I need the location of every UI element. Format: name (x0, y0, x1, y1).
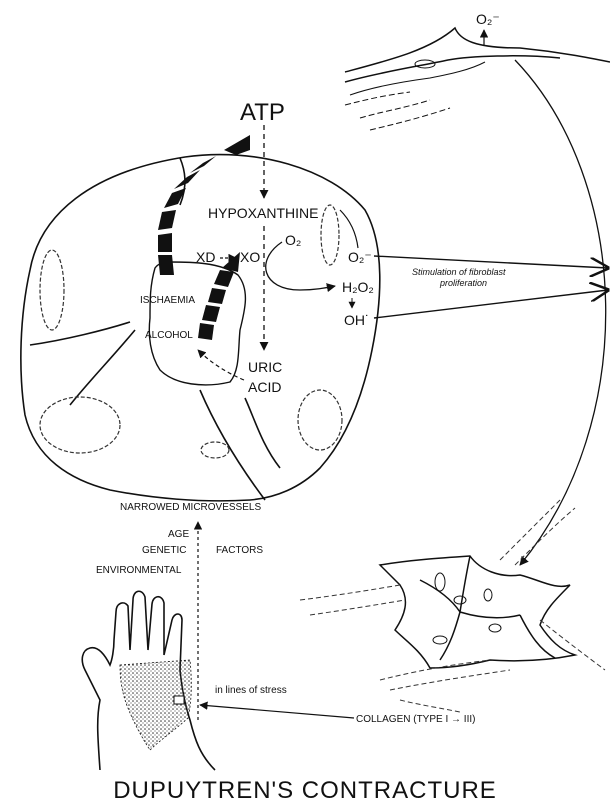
genetic-label: GENETIC (142, 545, 186, 556)
o2-to-h2o2-curve (266, 242, 335, 290)
uric-label: URIC (248, 359, 282, 375)
hypoxanthine-label: HYPOXANTHINE (208, 205, 318, 221)
superoxide-label: O₂⁻ (348, 249, 372, 265)
collagen-to-hand-arrow (200, 705, 354, 718)
acid-label: ACID (248, 379, 281, 395)
palmar-fascia-region (120, 660, 191, 750)
narrowed-microvessels-label: NARROWED MICROVESSELS (120, 502, 261, 513)
oh-to-fibroblast-arrow (374, 290, 608, 318)
hand-lesion-marker (174, 696, 184, 704)
lines-of-stress-label: in lines of stress (215, 685, 287, 696)
xd-label: XD (196, 249, 215, 265)
fibroblast-cluster (380, 556, 575, 668)
atp-label: ATP (240, 99, 285, 126)
figure-title: DUPUYTREN'S CONTRACTURE (113, 777, 497, 804)
stimulation-line2: proliferation (439, 278, 487, 288)
top-fibroblast-cell (345, 28, 610, 130)
alcohol-ischaemia-block-arrow (198, 252, 240, 340)
collagen-label: COLLAGEN (TYPE I → III) (356, 714, 475, 725)
xo-label: XO (240, 249, 260, 265)
o2-label: O₂ (285, 232, 301, 248)
oh-label: OH˙ (344, 312, 370, 328)
environmental-label: ENVIRONMENTAL (96, 565, 182, 576)
stimulation-line1: Stimulation of fibroblast (412, 267, 506, 277)
factors-label: FACTORS (216, 545, 263, 556)
superoxide-top-label: O₂⁻ (476, 11, 500, 27)
curve-top-to-bottom-arrow (515, 60, 606, 565)
ischaemia-label: ISCHAEMIA (140, 295, 195, 306)
collagen-fibers (300, 500, 605, 712)
h2o2-label: H₂O₂ (342, 279, 374, 295)
age-label: AGE (168, 529, 189, 540)
alcohol-label: ALCOHOL (145, 330, 193, 341)
